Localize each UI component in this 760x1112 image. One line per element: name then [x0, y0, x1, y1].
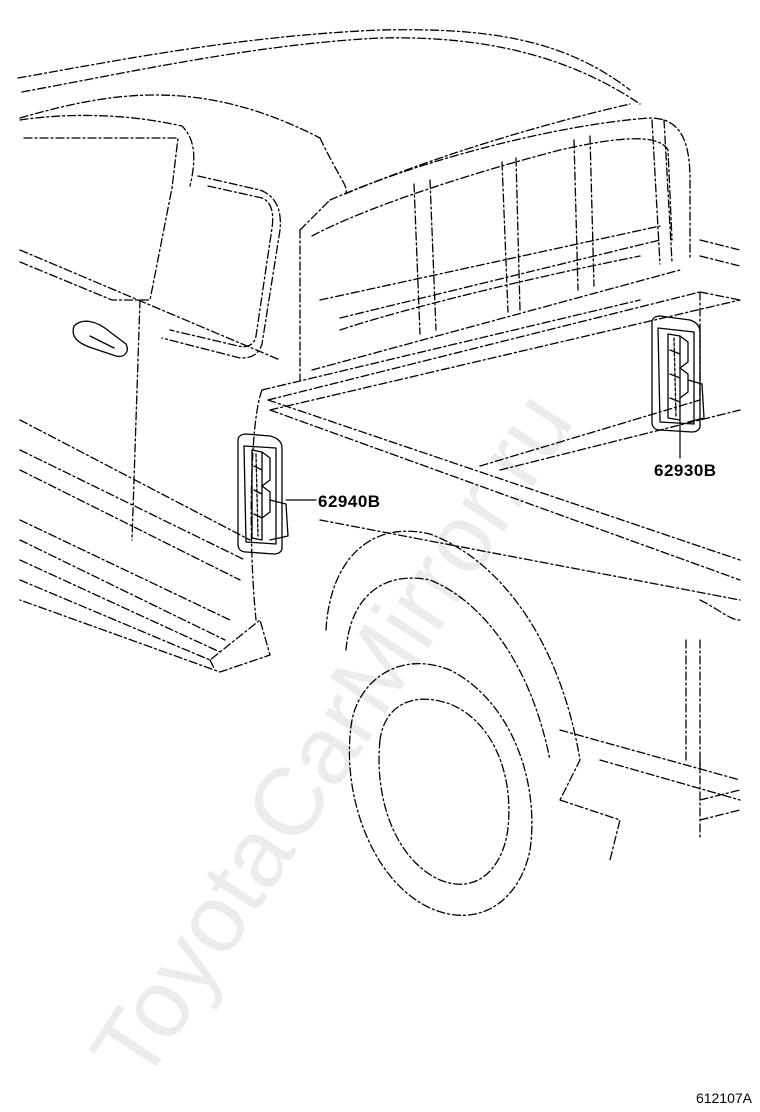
part-label-62930B[interactable]: 62930B	[654, 461, 717, 480]
bracket-62930B	[651, 315, 705, 433]
part-label-62940B[interactable]: 62940B	[318, 492, 381, 511]
rear-fender-flare	[325, 530, 621, 861]
rocker-step	[19, 579, 271, 673]
cab-guard-bars	[413, 119, 673, 335]
tailgate-corner	[559, 599, 741, 841]
bracket-62940B	[237, 433, 289, 555]
rear-cab-window	[299, 117, 691, 381]
cab-roof	[17, 29, 641, 195]
door-handle	[72, 320, 128, 358]
cab-door	[19, 114, 282, 653]
rear-wheel	[348, 663, 533, 916]
diagram-code: 612107A	[695, 1090, 752, 1106]
